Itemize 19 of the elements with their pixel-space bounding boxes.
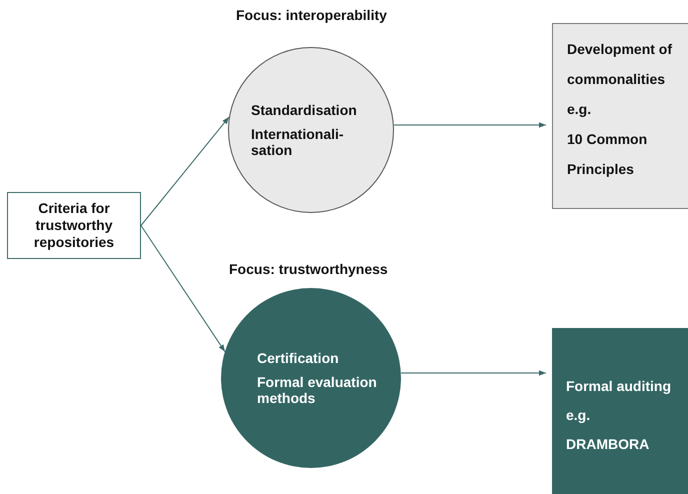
result-box: [552, 328, 688, 494]
node-text: Certification: [257, 350, 340, 366]
focus-label: Focus: interoperability: [236, 7, 387, 23]
arrow: [400, 370, 546, 376]
arrow: [140, 225, 226, 352]
node-text: e.g.: [566, 406, 592, 425]
node-text: Formal auditing: [566, 377, 672, 396]
process-box: [7, 192, 141, 259]
node-text: Criteria for trustworthy repositories: [32, 200, 116, 251]
node-text: Formal evaluation methods: [257, 374, 378, 406]
arrow: [140, 116, 230, 226]
node-text: Internationali- sation: [251, 126, 345, 158]
result-box: [552, 23, 688, 209]
node-text: Standardisation: [251, 102, 358, 118]
node-text: e.g.: [567, 100, 592, 119]
arrow: [394, 122, 546, 128]
node-text: 10 Common Principles: [567, 130, 648, 179]
node-text: DRAMBORA: [566, 435, 650, 454]
focus-label: Focus: trustworthyness: [229, 261, 388, 277]
